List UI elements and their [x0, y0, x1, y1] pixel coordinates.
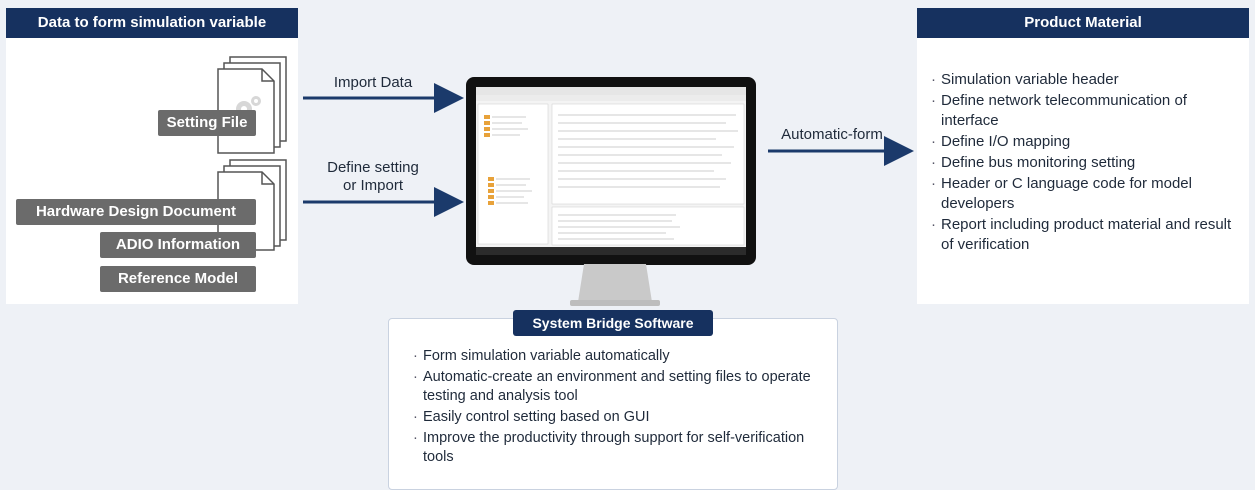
list-item: Form simulation variable automatically [413, 347, 833, 366]
automatic-form-label: Automatic-form [781, 126, 883, 143]
list-item: Automatic-create an environment and sett… [413, 368, 833, 406]
import-data-label: Import Data [333, 74, 413, 91]
list-item: Simulation variable header [931, 70, 1241, 90]
product-material-panel-title: Product Material [917, 8, 1249, 38]
monitor-screen [466, 77, 756, 265]
system-bridge-list: Form simulation variable automatically A… [413, 347, 833, 469]
define-setting-label-line1: Define setting [327, 159, 419, 176]
list-item: Define I/O mapping [931, 132, 1241, 152]
system-bridge-panel-title: System Bridge Software [513, 310, 713, 336]
list-item: Define network telecommunication of inte… [931, 91, 1241, 131]
define-setting-label-line2: or Import [342, 177, 403, 194]
monitor-stand [570, 264, 660, 306]
adio-information-label: ADIO Information [100, 232, 256, 258]
hardware-design-document-label: Hardware Design Document [16, 199, 256, 225]
reference-model-label: Reference Model [100, 266, 256, 292]
product-material-list: Simulation variable header Define networ… [931, 70, 1241, 256]
system-bridge-panel: System Bridge Software Form simulation v… [388, 310, 838, 490]
software-screenshot [476, 87, 746, 255]
input-data-panel: Data to form simulation variable Setting… [6, 8, 298, 304]
list-item: Improve the productivity through support… [413, 429, 833, 467]
list-item: Easily control setting based on GUI [413, 408, 833, 427]
list-item: Define bus monitoring setting [931, 153, 1241, 173]
list-item: Header or C language code for model deve… [931, 174, 1241, 214]
product-material-panel: Product Material Simulation variable hea… [917, 8, 1249, 304]
setting-file-label: Setting File [158, 110, 256, 136]
list-item: Report including product material and re… [931, 215, 1241, 255]
input-data-panel-title: Data to form simulation variable [6, 8, 298, 38]
